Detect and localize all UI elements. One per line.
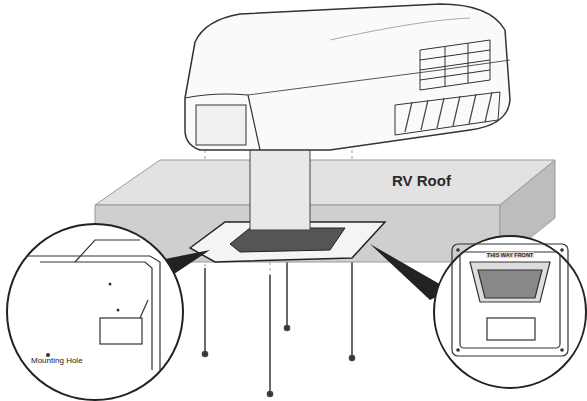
vent-fin xyxy=(405,102,412,132)
template-marking: THIS WAY FRONT xyxy=(486,252,534,258)
vent-fin xyxy=(437,98,444,128)
roof-label: RV Roof xyxy=(392,173,451,190)
vent-fin xyxy=(453,96,460,126)
vent-fin xyxy=(469,94,476,124)
vent-fin xyxy=(421,100,428,130)
part-label: Mounting Hole xyxy=(30,357,84,366)
vent-fin xyxy=(485,92,492,122)
